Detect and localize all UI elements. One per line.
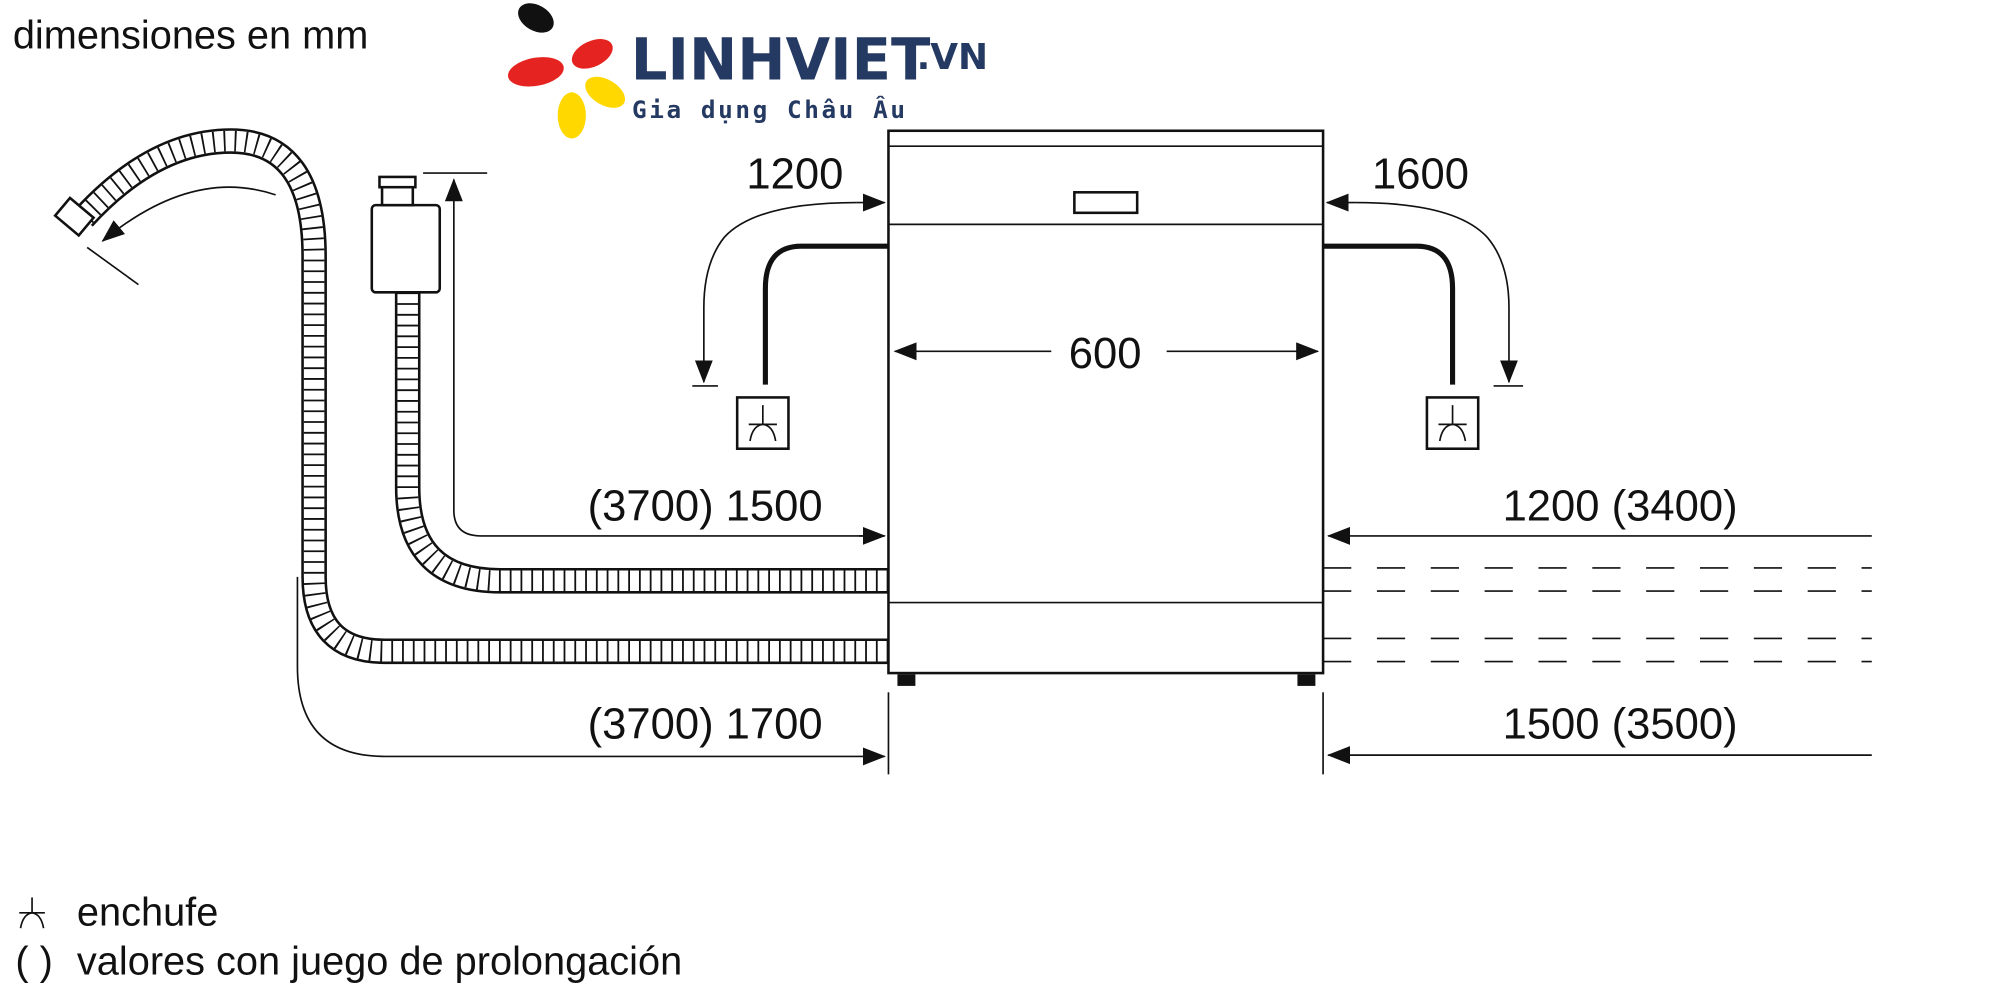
power-cable-right — [1323, 243, 1456, 385]
width-label: 600 — [1069, 330, 1142, 378]
power-cable-left — [762, 243, 889, 385]
inlet-right-label: 1200 (3400) — [1503, 483, 1738, 531]
foot — [1297, 674, 1316, 686]
power-right-label: 1600 — [1372, 150, 1469, 198]
power-left-label: 1200 — [746, 150, 843, 198]
logo: LINHVIET .VN Gia dụng Châu Âu — [508, 3, 988, 139]
display-panel — [1073, 191, 1139, 215]
extension-dashed-lines — [1323, 567, 1872, 663]
drain-curve-arrow — [101, 186, 276, 242]
inlet-hose — [370, 175, 889, 594]
drain-right-label: 1500 (3500) — [1503, 700, 1738, 748]
drain-hose — [53, 128, 889, 665]
dishwasher — [887, 129, 1325, 686]
drain-hose-end — [53, 196, 96, 238]
logo-tagline: Gia dụng Châu Âu — [632, 95, 908, 124]
logo-domain: .VN — [917, 37, 988, 78]
legend-plug-label: enchufe — [77, 891, 218, 935]
foot — [897, 674, 916, 686]
header-title: dimensiones en mm — [13, 14, 369, 58]
plug-icon — [735, 396, 790, 450]
plug-icon — [1425, 396, 1480, 450]
aquastop-valve — [370, 203, 442, 294]
legend-paren-symbol: ( ) — [15, 939, 53, 983]
legend-paren-label: valores con juego de prolongación — [77, 939, 682, 983]
inlet-left-label: (3700) 1500 — [588, 483, 823, 531]
logo-flower-icon — [508, 3, 626, 139]
legend-plug-icon — [19, 897, 45, 929]
logo-brand: LINHVIET — [631, 25, 931, 93]
drain-left-label: (3700) 1700 — [588, 700, 823, 748]
